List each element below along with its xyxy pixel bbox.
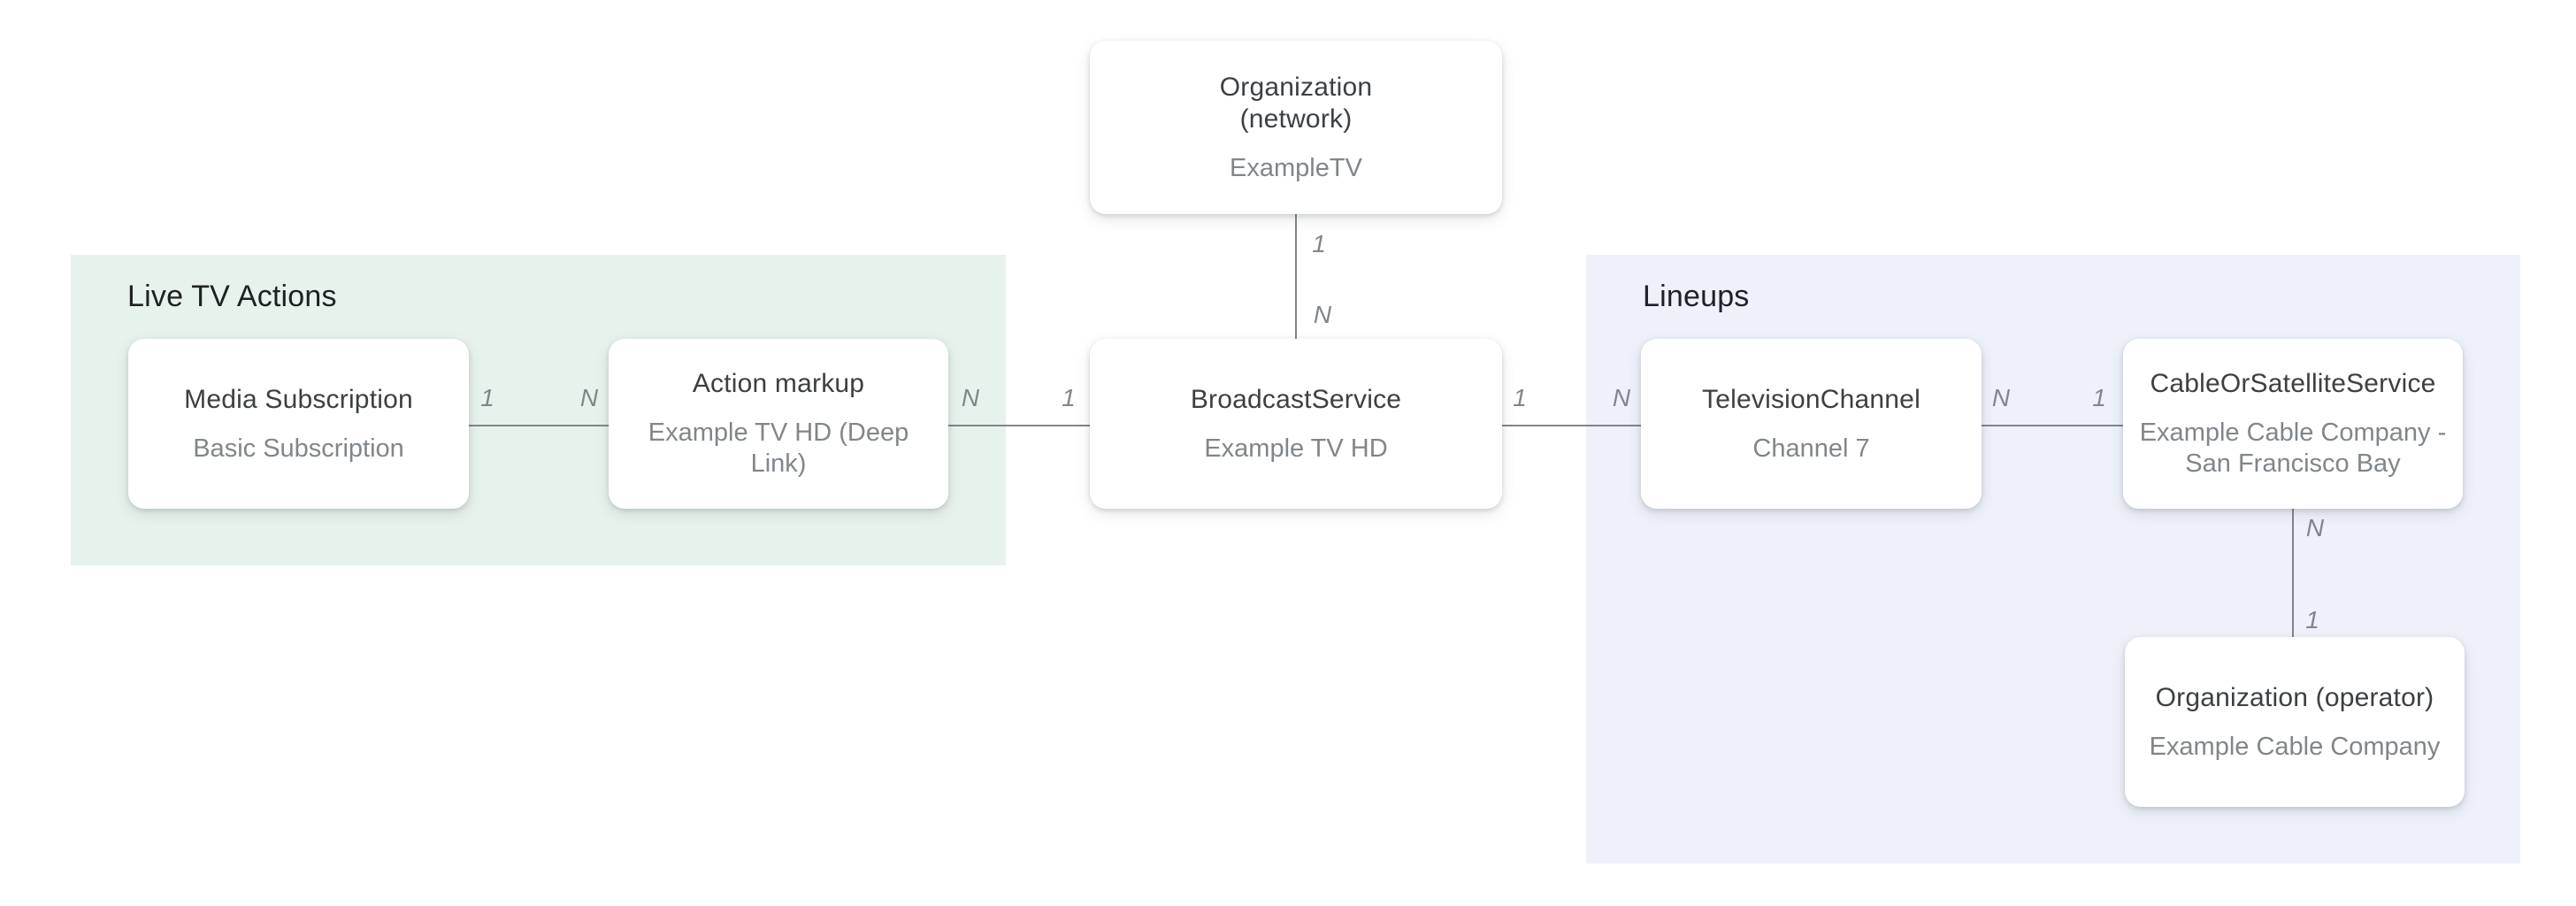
node-title: Media Subscription — [184, 384, 413, 414]
node-title: CableOrSatelliteService — [2150, 369, 2436, 398]
node-media-subscription: Media Subscription Basic Subscription — [128, 339, 469, 509]
cardinality-action-broadcast-left: N — [961, 384, 980, 411]
node-title: TelevisionChannel — [1702, 384, 1920, 414]
cardinality-action-broadcast-right: 1 — [1062, 384, 1076, 411]
section-label-live-tv-actions: Live TV Actions — [127, 280, 337, 313]
cardinality-network-broadcast-bottom: N — [1313, 301, 1332, 328]
edge-broadcastservice-to-televisionchannel — [1502, 425, 1641, 426]
node-subtitle: ExampleTV — [1230, 153, 1362, 182]
node-broadcast-service: BroadcastService Example TV HD — [1090, 339, 1502, 509]
node-cable-or-satellite-service: CableOrSatelliteService Example Cable Co… — [2123, 339, 2463, 509]
cardinality-broadcast-tv-right: N — [1612, 384, 1631, 411]
cardinality-network-broadcast-top: 1 — [1312, 230, 1326, 257]
cardinality-tv-cable-right: 1 — [2092, 384, 2106, 411]
node-title-line2: (network) — [1239, 104, 1353, 134]
cardinality-tv-cable-left: N — [1991, 384, 2011, 411]
node-title-line1: Organization — [1219, 72, 1373, 102]
cardinality-cable-operator-top: N — [2305, 514, 2325, 541]
node-subtitle: Example TV HD — [1204, 434, 1388, 463]
node-subtitle: Channel 7 — [1752, 434, 1870, 463]
edge-televisionchannel-to-cableorsatelliteservice — [1982, 425, 2123, 426]
cardinality-media-action-right: N — [579, 384, 599, 411]
node-subtitle: Example TV HD (Deep Link) — [648, 418, 909, 478]
node-title: BroadcastService — [1190, 384, 1402, 414]
node-television-channel: TelevisionChannel Channel 7 — [1641, 339, 1982, 509]
edge-actionmarkup-to-broadcastservice — [948, 425, 1090, 426]
node-title: Action markup — [692, 369, 865, 398]
cardinality-media-action-left: 1 — [480, 384, 494, 411]
node-organization-network: Organization (network) ExampleTV — [1090, 41, 1502, 214]
node-subtitle: Example Cable Company - San Francisco Ba… — [2139, 418, 2447, 478]
section-label-lineups: Lineups — [1643, 280, 1750, 313]
node-title: Organization (network) — [1220, 72, 1373, 135]
node-organization-operator: Organization (operator) Example Cable Co… — [2125, 637, 2465, 807]
node-title: Organization (operator) — [2155, 682, 2434, 712]
node-action-markup: Action markup Example TV HD (Deep Link) — [609, 339, 948, 509]
cardinality-broadcast-tv-left: 1 — [1513, 384, 1527, 411]
edge-mediasubscription-to-actionmarkup — [469, 425, 609, 426]
edge-cableorsatelliteservice-to-operator — [2292, 509, 2294, 637]
node-subtitle: Example Cable Company — [2149, 732, 2441, 761]
cardinality-cable-operator-bottom: 1 — [2305, 606, 2319, 633]
edge-network-to-broadcastservice — [1295, 214, 1297, 339]
node-subtitle: Basic Subscription — [193, 434, 404, 463]
